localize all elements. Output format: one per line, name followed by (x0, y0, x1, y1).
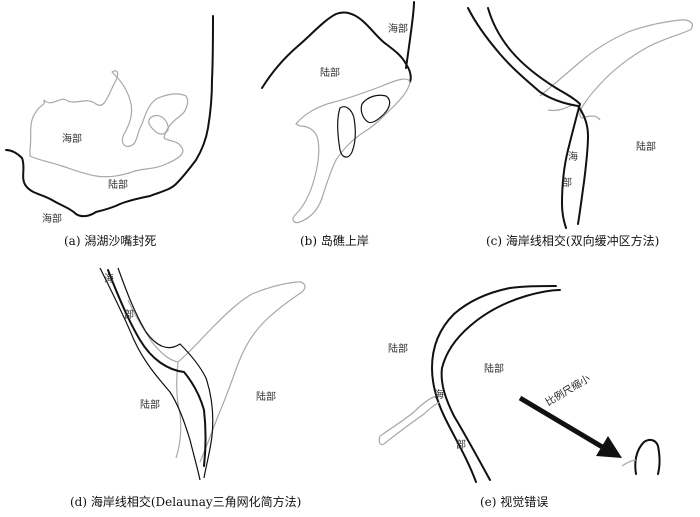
panel-c-sea-label-1: 海 (568, 150, 578, 163)
panel-c-sea-label-2: 部 (562, 176, 572, 189)
panel-b-caption: (b) 岛礁上岸 (300, 233, 369, 248)
panel-d-coast-1 (99, 267, 201, 481)
panel-e-land-label-1: 陆部 (388, 342, 408, 355)
panel-d-sea-label-2: 部 (124, 308, 134, 321)
panel-a-lagoon-outline (29, 70, 189, 178)
panel-a-caption: (a) 潟湖沙嘴封死 (64, 233, 156, 248)
panel-e-arrow-label: 比例尺缩小 (543, 372, 593, 409)
panel-a-coastline (5, 15, 214, 218)
panel-e-arrow-shaft (518, 395, 606, 451)
panel-e-caption: (e) 视觉错误 (480, 494, 548, 509)
panel-d-land-label-2: 陆部 (256, 390, 276, 403)
panel-d-land-outline (127, 281, 306, 463)
panel-b-sea-label: 海部 (388, 22, 408, 35)
panel-d-land-label-1: 陆部 (140, 398, 160, 411)
panel-a-inner-lagoon (148, 114, 169, 135)
panel-a: 海部 陆部 海部 (a) 潟湖沙嘴封死 (5, 15, 214, 248)
panel-c-coast-outer (467, 7, 589, 225)
panel-d: 海 部 陆部 陆部 (d) 海岸线相交(Delaunay三角网化简方法) (70, 267, 306, 509)
panel-e-inset-coast (634, 438, 661, 475)
panel-d-coast-3 (107, 269, 207, 467)
panel-d-sea-label-1: 海 (104, 272, 114, 285)
panel-c: 海 部 陆部 (c) 海岸线相交(双向缓冲区方法) (467, 7, 693, 248)
panel-e-coast-inner (440, 289, 561, 481)
panel-b-island-2 (360, 94, 391, 124)
panel-e-land-spit (378, 395, 441, 446)
panel-b-coastline (261, 1, 415, 89)
panel-e-land-label-2: 陆部 (484, 362, 504, 375)
panel-a-land-label: 陆部 (108, 178, 128, 191)
panel-b-island-1 (337, 106, 356, 158)
panel-a-sea-label-2: 海部 (42, 212, 62, 225)
panel-e: 比例尺缩小 陆部 陆部 海 部 (e) 视觉错误 (378, 285, 661, 509)
panel-d-coast-2 (117, 267, 214, 479)
panel-c-land-label: 陆部 (636, 140, 656, 153)
panel-c-coast-inner (487, 7, 581, 229)
panel-c-land-outline (539, 19, 693, 121)
panel-e-sea-label-1: 海 (434, 388, 444, 401)
panel-e-arrow-head (596, 436, 622, 458)
panel-d-caption: (d) 海岸线相交(Delaunay三角网化简方法) (70, 494, 301, 509)
panel-b-land-label: 陆部 (320, 66, 340, 79)
panel-e-inset-spit (621, 459, 637, 467)
panel-e-coast-outer (431, 285, 557, 483)
panel-b-reef-outline (292, 78, 411, 224)
panel-c-caption: (c) 海岸线相交(双向缓冲区方法) (486, 233, 659, 248)
panel-a-sea-label-1: 海部 (62, 132, 82, 145)
panel-b: 海部 陆部 (b) 岛礁上岸 (261, 1, 415, 248)
panel-e-sea-label-2: 部 (456, 438, 466, 451)
